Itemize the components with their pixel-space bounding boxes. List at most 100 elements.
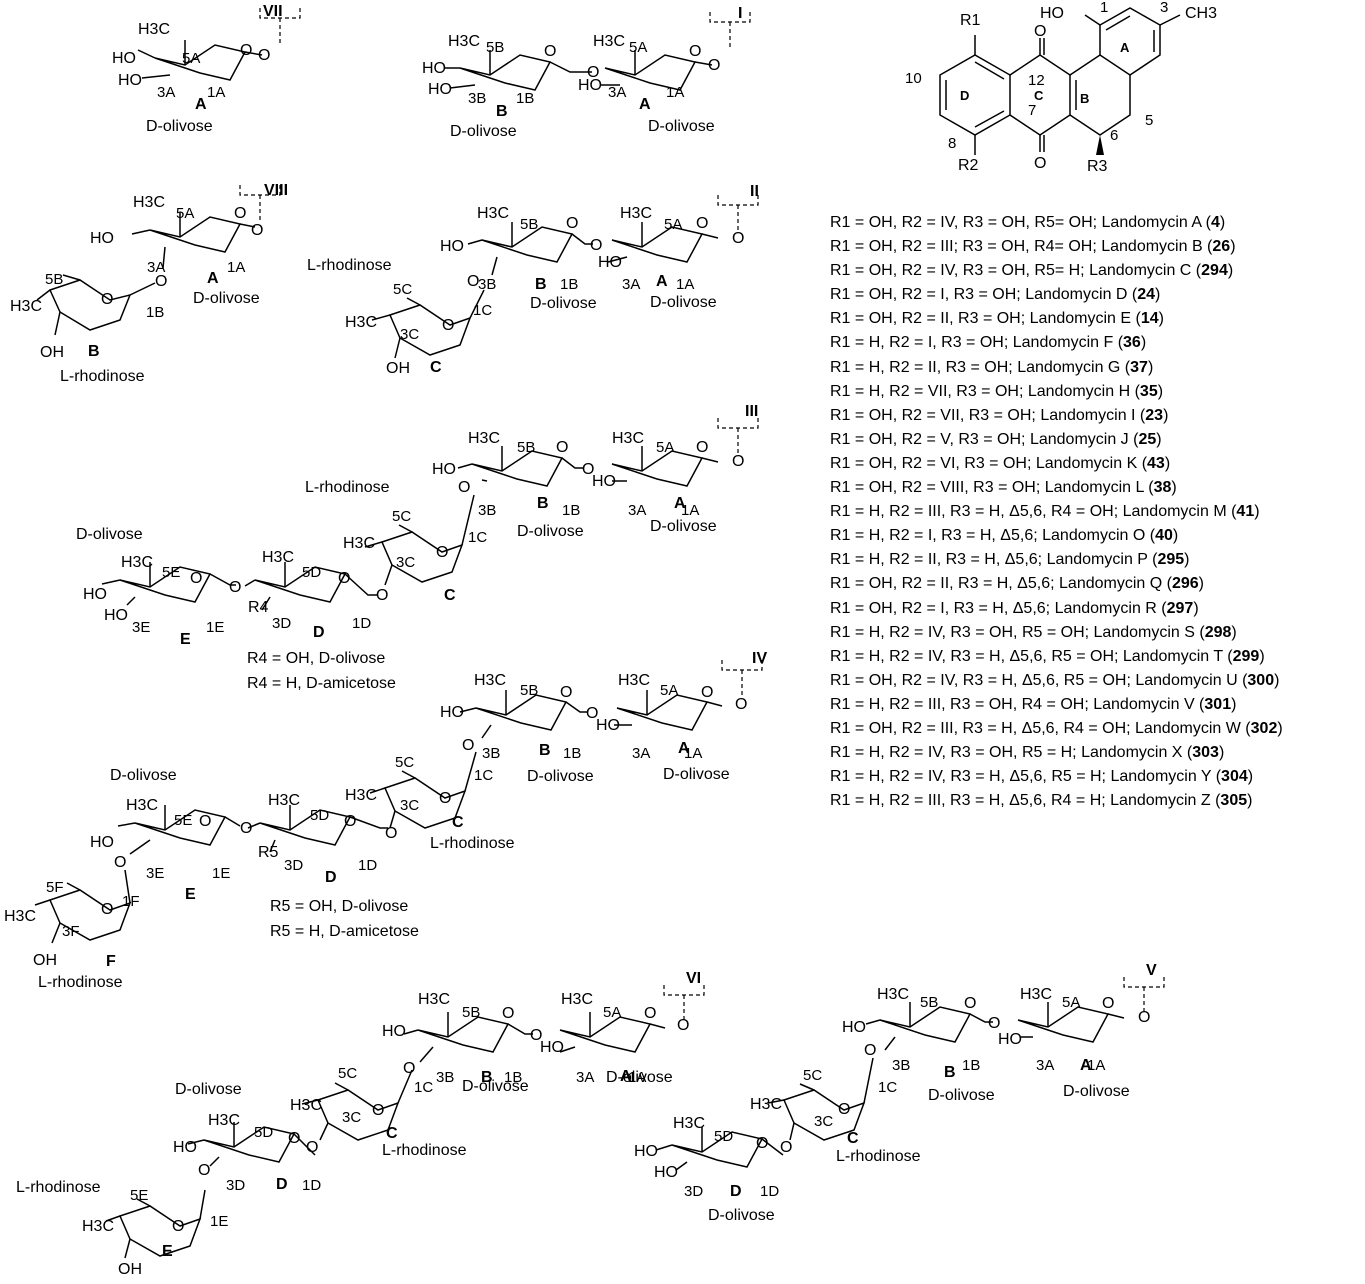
position-3e: 3E xyxy=(146,865,164,882)
legend-row: R1 = OH, R2 = III, R3 = H, Δ5,6, R4 = OH… xyxy=(830,719,1283,737)
methyl-label: H3C xyxy=(126,797,158,814)
compound-name: Landomycin D xyxy=(1025,286,1128,304)
compound-number: 36 xyxy=(1123,334,1141,352)
glycoside-oxygen: O xyxy=(590,237,602,254)
legend-row: R1 = OH, R2 = IV, R3 = H, Δ5,6, R5 = OH;… xyxy=(830,671,1280,689)
position-3a: 3A xyxy=(576,1069,594,1086)
ring-label-f: F xyxy=(106,953,116,970)
substituent-definition: R1 = OH, R2 = VI, R3 = OH; xyxy=(830,454,1032,472)
fragment-iii: H3C HO O O O H3C HO O O H3C O O H3C O O … xyxy=(76,403,759,692)
compound-name: Landomycin U xyxy=(1135,671,1238,689)
ring-label-e: E xyxy=(185,886,196,903)
position-5c: 5C xyxy=(338,1065,357,1082)
position-1d: 1D xyxy=(302,1177,321,1194)
sugar-name: D-olivose xyxy=(175,1081,242,1098)
position-12: 12 xyxy=(1028,72,1045,89)
position-1b: 1B xyxy=(560,276,578,293)
stereo-wedge xyxy=(1096,135,1104,155)
compound-name: Landomycin W xyxy=(1135,719,1241,737)
legend-row: R1 = H, R2 = III, R3 = H, Δ5,6, R4 = OH;… xyxy=(830,503,1260,521)
glycoside-oxygen: O xyxy=(306,1139,318,1156)
glycoside-oxygen: O xyxy=(229,579,241,596)
r4-note: R4 = H, D-amicetose xyxy=(247,675,396,692)
sugar-name: L-rhodinose xyxy=(836,1148,921,1165)
ring-oxygen: O xyxy=(344,813,356,830)
legend-row: R1 = H, R2 = IV, R3 = H, Δ5,6, R5 = H; L… xyxy=(830,768,1254,786)
methyl-label: H3C xyxy=(133,194,165,211)
position-5b: 5B xyxy=(517,439,535,456)
legend-row: R1 = OH, R2 = V, R3 = OH; Landomycin J (… xyxy=(830,430,1162,448)
sugar-ring xyxy=(101,418,759,611)
ring-label-b: B xyxy=(944,1064,956,1081)
position-5b: 5B xyxy=(520,682,538,699)
glycoside-oxygen: O xyxy=(467,273,479,290)
position-1b: 1B xyxy=(563,745,581,762)
position-5a: 5A xyxy=(182,50,200,67)
compound-name: Landomycin L xyxy=(1044,479,1144,497)
fragment-id: V xyxy=(1146,962,1157,979)
substituent-definition: R1 = H, R2 = I, R3 = OH; xyxy=(830,334,1009,352)
hydroxyl-label: HO xyxy=(104,607,128,624)
position-3a: 3A xyxy=(1036,1057,1054,1074)
position-3c: 3C xyxy=(400,326,419,343)
compound-number: 305 xyxy=(1220,792,1248,810)
compound-name: Landomycin T xyxy=(1122,647,1223,665)
compound-number: 41 xyxy=(1236,503,1255,521)
carbonyl-oxygen-7: O xyxy=(1034,155,1046,172)
methyl-label: H3C xyxy=(474,672,506,689)
legend-row: R1 = H, R2 = VII, R3 = OH; Landomycin H … xyxy=(830,382,1164,400)
methyl-label: H3C xyxy=(208,1112,240,1129)
fragment-vii: H3C HO HO O O 5A 3A 1A A D-olivose VII xyxy=(112,3,301,135)
compound-number: 26 xyxy=(1212,238,1231,256)
hydroxyl-label: HO xyxy=(998,1031,1022,1048)
substituent-definition: R1 = OH, R2 = IV, R3 = OH, R5= H; xyxy=(830,262,1085,280)
substituent-definition: R1 = OH, R2 = IV, R3 = H, Δ5,6, R5 = OH; xyxy=(830,671,1131,689)
compound-name: Landomycin I xyxy=(1040,406,1136,424)
position-1: 1 xyxy=(1100,0,1108,16)
carbonyl-oxygen-12: O xyxy=(1034,23,1046,40)
compound-name: Landomycin R xyxy=(1054,599,1157,617)
compound-number: 24 xyxy=(1137,286,1156,304)
position-5c: 5C xyxy=(803,1067,822,1084)
methyl-label: H3C xyxy=(468,430,500,447)
glycoside-oxygen: O xyxy=(677,1017,689,1034)
hydroxyl-label: HO xyxy=(428,81,452,98)
methyl-label: CH3 xyxy=(1185,5,1217,22)
hydroxyl-label: HO xyxy=(1040,5,1064,22)
sugar-ring xyxy=(137,8,301,81)
hydroxyl-label: HO xyxy=(382,1023,406,1040)
methyl-label: H3C xyxy=(262,549,294,566)
position-3a: 3A xyxy=(622,276,640,293)
aglycone-bonds xyxy=(939,7,1181,155)
r5-note: R5 = H, D-amicetose xyxy=(270,923,419,940)
substituent-definition: R1 = OH, R2 = IV, R3 = OH, R5= OH; xyxy=(830,214,1098,231)
ring-oxygen: O xyxy=(556,439,568,456)
fragment-viii: H3C HO O O O H3C O OH 5A 3A 1A 5B 1B A B… xyxy=(10,182,288,385)
position-1d: 1D xyxy=(760,1183,779,1200)
compound-name: Landomycin J xyxy=(1029,430,1129,448)
legend-row: R1 = H, R2 = I, R3 = H, Δ5,6; Landomycin… xyxy=(830,527,1179,545)
legend-row: R1 = OH, R2 = VII, R3 = OH; Landomycin I… xyxy=(830,406,1169,424)
glycoside-oxygen: O xyxy=(240,820,252,837)
ring-label-a: A xyxy=(1080,1057,1092,1074)
legend-row: R1 = OH, R2 = I, R3 = H, Δ5,6; Landomyci… xyxy=(830,599,1199,617)
substituent-definition: R1 = H, R2 = IV, R3 = OH, R5 = OH; xyxy=(830,623,1090,641)
ring-label-b: B xyxy=(496,103,508,120)
substituent-definition: R1 = H, R2 = III, R3 = H, Δ5,6, R4 = OH; xyxy=(830,503,1119,521)
ring-label-a: A xyxy=(195,96,207,113)
sugar-name: D-olivose xyxy=(450,123,517,140)
position-3d: 3D xyxy=(684,1183,703,1200)
methyl-label: H3C xyxy=(138,21,170,38)
sugar-name: L-rhodinose xyxy=(38,974,123,991)
position-5b: 5B xyxy=(462,1004,480,1021)
hydroxyl-label: OH xyxy=(40,344,64,361)
r4-label: R4 xyxy=(248,599,269,616)
ring-label-d: D xyxy=(325,869,337,886)
position-1e: 1E xyxy=(206,619,224,636)
r4-note: R4 = OH, D-olivose xyxy=(247,650,385,667)
hydroxyl-label: HO xyxy=(592,473,616,490)
compound-number: 35 xyxy=(1139,382,1158,400)
glycoside-oxygen: O xyxy=(586,705,598,722)
methyl-label: H3C xyxy=(121,554,153,571)
compound-name: Landomycin P xyxy=(1046,551,1148,569)
